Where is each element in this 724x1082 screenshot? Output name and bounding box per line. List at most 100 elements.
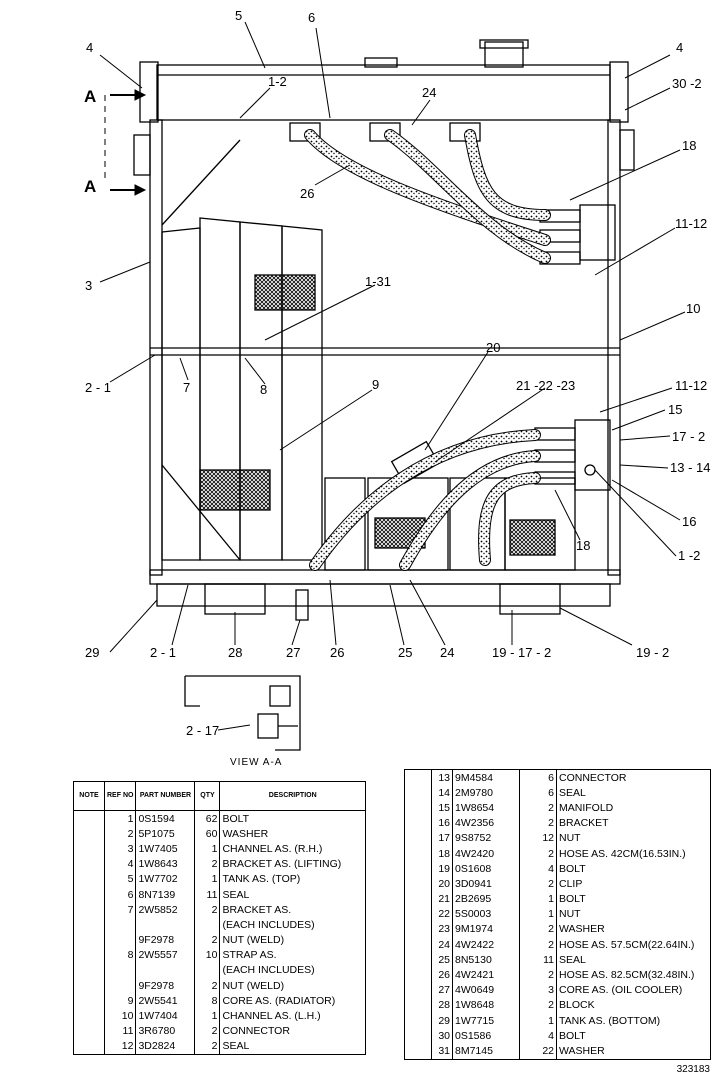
part-number-cell: 9F2978 <box>135 978 196 994</box>
qty-cell: 4 <box>519 1028 557 1044</box>
callout-1-31: 1-31 <box>365 274 391 289</box>
ref-cell <box>104 932 137 948</box>
desc-cell: BOLT <box>559 1029 586 1042</box>
section-marker-a-top: A <box>84 87 96 106</box>
note-cell <box>73 856 105 872</box>
callout-3: 3 <box>85 278 92 293</box>
note-cell <box>404 967 432 983</box>
desc-cell: NUT (WELD) <box>222 979 285 992</box>
view-a-a-detail <box>184 675 301 751</box>
ref-cell: 7 <box>104 902 137 918</box>
part-number-cell: 5S0003 <box>452 906 520 922</box>
ref-cell: 29 <box>431 1013 453 1029</box>
note-cell <box>73 962 105 979</box>
part-number-cell: 9M1974 <box>452 921 520 938</box>
note-cell <box>404 769 432 786</box>
callout-1-2-top: 1-2 <box>268 74 287 89</box>
desc-cell: BOLT <box>559 862 586 875</box>
radiator-assembly-drawing: 4 5 6 4 30 -2 1-2 24 18 26 11-12 3 1-31 … <box>84 8 710 751</box>
desc-cell: TANK AS. (BOTTOM) <box>559 1014 661 1027</box>
header-part-number: PART NUMBER <box>135 781 196 811</box>
qty-cell: 1 <box>194 841 221 857</box>
ref-cell: 9 <box>104 993 137 1009</box>
part-number-cell: 4W2356 <box>452 815 520 831</box>
desc-cell: CLIP <box>559 877 583 890</box>
header-description: DESCRIPTION <box>219 781 366 811</box>
callout-16: 16 <box>682 514 696 529</box>
callout-9: 9 <box>372 377 379 392</box>
callout-19-2: 19 - 2 <box>636 645 669 660</box>
note-cell <box>404 906 432 922</box>
note-cell <box>404 937 432 953</box>
desc-cell: HOSE AS. 57.5CM(22.64IN.) <box>559 938 695 951</box>
ref-cell: 22 <box>431 906 453 922</box>
note-cell <box>73 841 105 857</box>
desc-cell: SEAL <box>222 888 250 901</box>
ref-cell: 28 <box>431 997 453 1013</box>
qty-cell: 2 <box>194 932 221 948</box>
desc-cell: WASHER <box>222 827 269 840</box>
note-cell <box>404 845 432 862</box>
ref-cell: 24 <box>431 937 453 953</box>
note-cell <box>404 830 432 846</box>
note-cell <box>73 978 105 994</box>
ref-cell: 11 <box>104 1023 137 1039</box>
ref-cell: 20 <box>431 876 453 892</box>
note-cell <box>73 1023 105 1039</box>
drawing-number: 323183 <box>676 1064 710 1075</box>
ref-cell <box>104 917 137 933</box>
callout-4-left: 4 <box>86 40 93 55</box>
callout-2-17: 2 - 17 <box>186 723 219 738</box>
qty-cell: 62 <box>194 810 221 827</box>
note-cell <box>73 917 105 933</box>
ref-cell: 8 <box>104 947 137 963</box>
qty-cell: 22 <box>519 1043 557 1060</box>
note-cell <box>404 800 432 816</box>
manifold-upper <box>539 204 616 265</box>
note-cell <box>404 952 432 968</box>
part-number-cell: 1W8648 <box>452 997 520 1013</box>
ref-cell: 10 <box>104 1008 137 1024</box>
lifting-bracket-left <box>139 61 159 123</box>
qty-cell: 11 <box>194 886 221 903</box>
callout-8: 8 <box>260 382 267 397</box>
callout-2-1-bottom: 2 - 1 <box>150 645 176 660</box>
part-number-cell: 5P1075 <box>135 826 196 842</box>
part-number-cell: 1W7404 <box>135 1008 196 1024</box>
table-row: (EACH INCLUDES) <box>73 917 366 933</box>
note-cell <box>404 891 432 907</box>
desc-cell: CONNECTOR <box>559 771 627 784</box>
part-number-cell: 4W2421 <box>452 967 520 983</box>
ref-cell: 4 <box>104 856 137 872</box>
qty-cell: 2 <box>519 937 557 953</box>
qty-cell: 2 <box>194 902 221 918</box>
note-cell <box>73 1038 105 1055</box>
qty-cell: 2 <box>519 997 557 1013</box>
desc-cell: CONNECTOR <box>222 1025 290 1038</box>
desc-cell: BLOCK <box>559 999 595 1012</box>
ref-cell: 19 <box>431 861 453 877</box>
note-cell <box>73 826 105 842</box>
ref-cell: 13 <box>431 769 453 786</box>
callout-13-14: 13 - 14 <box>670 460 710 475</box>
part-number-cell: 4W2422 <box>452 937 520 953</box>
qty-cell: 10 <box>194 947 221 963</box>
ref-cell: 17 <box>431 830 453 846</box>
part-number-cell: 9M4584 <box>452 769 520 786</box>
desc-cell: NUT <box>559 908 581 921</box>
qty-cell: 11 <box>519 952 557 968</box>
note-cell <box>73 902 105 918</box>
callout-27: 27 <box>286 645 300 660</box>
qty-cell: 1 <box>519 906 557 922</box>
